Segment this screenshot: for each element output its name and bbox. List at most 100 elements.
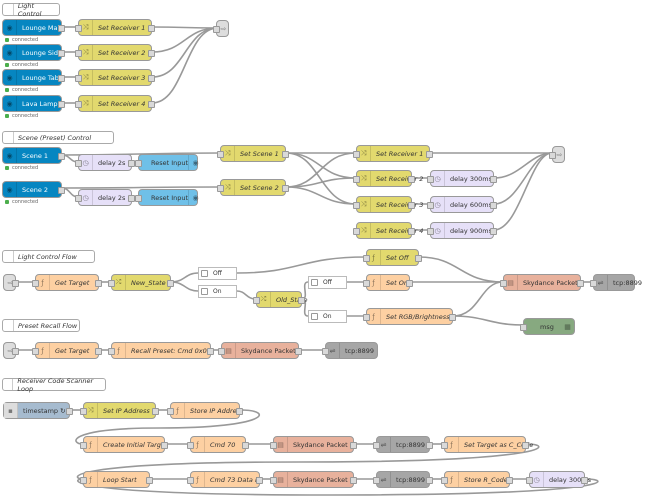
node-label: tcp:8899 <box>396 475 425 484</box>
node-label: timestamp ↻ <box>23 406 66 415</box>
change-node-scene-receiver-2[interactable]: ⤨ Set Receiver 2 <box>353 170 423 187</box>
network-icon: ⇌ <box>594 275 608 290</box>
node-label: tcp:8899 <box>396 440 425 449</box>
function-node-preset-skydance[interactable]: ▤Skydance Packet <box>218 342 302 359</box>
comment-scene-control[interactable]: Scene (Preset) Control <box>2 131 114 144</box>
switch-icon: ⤮ <box>112 275 126 290</box>
node-label: New_State <box>131 278 166 287</box>
reset-input-node-1[interactable]: Reset Input◉ <box>135 154 199 171</box>
debug-node-msg[interactable]: msg▦ <box>520 318 575 335</box>
change-node-scene-receiver-3[interactable]: ⤨Set Receiver 3 <box>353 196 423 213</box>
function-node-skydance-packet[interactable]: ▤Skydance Packet <box>500 274 584 291</box>
input-node-lounge-side[interactable]: ◉Lounge Side <box>2 44 65 61</box>
toggle-icon: ◉ <box>3 148 17 163</box>
change-node-set-receiver-1[interactable]: ⤨Set Receiver 1 <box>75 19 155 36</box>
packet-icon: ▤ <box>222 343 236 358</box>
input-node-scene-2[interactable]: ◉ Scene 2 <box>2 181 65 198</box>
delay-node-600ms[interactable]: ◷delay 600ms <box>427 196 497 213</box>
delay-node-2s[interactable]: ◷delay 2s <box>75 154 135 171</box>
change-node-scene-receiver-1[interactable]: ⤨Set Receiver 1 <box>353 145 433 162</box>
network-icon: ⇌ <box>377 472 391 487</box>
switch-node-new-state[interactable]: ⤮ New_State <box>108 274 174 291</box>
shuffle-icon: ⤨ <box>79 96 93 111</box>
input-node-lounge-table[interactable]: ◉Lounge Table <box>2 69 65 86</box>
comment-label: Receiver Code Scanner Loop <box>17 376 94 393</box>
comment-preset-recall-flow[interactable]: Preset Recall Flow <box>2 319 80 332</box>
change-node-set-receiver-4[interactable]: ⤨Set Receiver 4 <box>75 95 155 112</box>
comment-light-control-flow[interactable]: Light Control Flow <box>2 250 95 263</box>
status-connected: connected <box>5 113 38 119</box>
change-node-set-receiver-2[interactable]: ⤨Set Receiver 2 <box>75 44 155 61</box>
function-node-scanner-skydance-2[interactable]: ▤Skydance Packet <box>270 471 357 488</box>
node-label: Set Receiver 2 <box>98 48 146 57</box>
input-node-lounge-main[interactable]: ◉Lounge Main <box>2 19 65 36</box>
switch-node-old-state[interactable]: ⤮Old_State <box>253 291 308 308</box>
inject-button-icon[interactable]: ▪ <box>4 403 18 418</box>
status-connected: connected <box>5 165 38 171</box>
tcp-request-node-2[interactable]: ⇌ tcp:8899 <box>373 471 433 488</box>
node-label: msg <box>540 322 554 331</box>
change-node-set-ip[interactable]: ⤨Set IP Address <box>80 402 159 419</box>
change-node-set-scene-1[interactable]: ⤨Set Scene 1 <box>217 145 289 162</box>
change-node-set-scene-2[interactable]: ⤨Set Scene 2 <box>217 179 289 196</box>
toggle-icon: ◉ <box>3 70 17 85</box>
delay-node-900ms[interactable]: ◷delay 900ms <box>427 222 497 239</box>
function-icon: ƒ <box>36 343 50 358</box>
node-label: tcp:8899 <box>613 278 642 287</box>
switch-output-off-2: Off <box>308 276 347 289</box>
delay-node-scanner-300ms[interactable]: ◷delay 300ms <box>526 471 591 488</box>
comment-scanner-loop[interactable]: Receiver Code Scanner Loop <box>2 376 106 393</box>
node-label: Lava Lamp <box>22 99 58 108</box>
shuffle-icon: ⤨ <box>357 171 371 186</box>
packet-icon: ▤ <box>504 275 518 290</box>
link-in-node[interactable]: ⇨ <box>3 274 19 291</box>
tcp-request-node-1[interactable]: ⇌tcp:8899 <box>373 436 433 453</box>
delay-node-300ms[interactable]: ◷delay 300ms <box>427 170 497 187</box>
link-out-node-scene[interactable]: ⇨ <box>549 146 565 163</box>
status-connected: connected <box>5 62 38 68</box>
function-icon: ƒ <box>112 343 126 358</box>
node-label: delay 600ms <box>450 200 492 209</box>
delay-node-2s-b[interactable]: ◷delay 2s <box>75 189 135 206</box>
node-label: Scene 2 <box>22 185 49 194</box>
node-label: Set Receiver 2 <box>376 174 424 183</box>
link-icon: ⇨ <box>7 346 14 355</box>
link-in-node-preset[interactable]: ⇨ <box>3 342 19 359</box>
status-connected: connected <box>5 199 38 205</box>
comment-light-control[interactable]: Light Control <box>2 2 60 18</box>
tcp-out-node-preset[interactable]: ⇌tcp:8899 <box>322 342 378 359</box>
function-node-scanner-skydance-1[interactable]: ▤Skydance Packet <box>270 436 357 453</box>
node-label: Set Receiver 3 <box>376 200 424 209</box>
node-label: Set Scene 1 <box>240 149 279 158</box>
reset-input-node-2[interactable]: Reset Input◉ <box>135 189 199 206</box>
node-label: Get Target <box>55 278 90 287</box>
toggle-icon: ◉ <box>3 182 17 197</box>
clock-icon: ◷ <box>431 171 445 186</box>
node-label: Set Receiver 1 <box>376 149 424 158</box>
node-label: delay 900ms <box>450 226 492 235</box>
change-node-set-receiver-3[interactable]: ⤨Set Receiver 3 <box>75 69 155 86</box>
link-icon: ⇨ <box>220 24 227 33</box>
tcp-out-node[interactable]: ⇌ tcp:8899 <box>590 274 642 291</box>
change-node-scene-receiver-4[interactable]: ⤨Set Receiver 4 <box>353 222 423 239</box>
link-out-node[interactable]: ⇨ <box>213 20 229 37</box>
input-node-scene-1[interactable]: ◉Scene 1 <box>2 147 65 164</box>
function-icon: ƒ <box>191 437 205 452</box>
node-label: Create Initial Target <box>103 440 168 449</box>
toggle-icon: ◉ <box>3 20 17 35</box>
inject-node-timestamp[interactable]: ▪ timestamp ↻ <box>3 402 73 419</box>
input-node-lava-lamp[interactable]: ◉Lava Lamp <box>2 95 65 112</box>
